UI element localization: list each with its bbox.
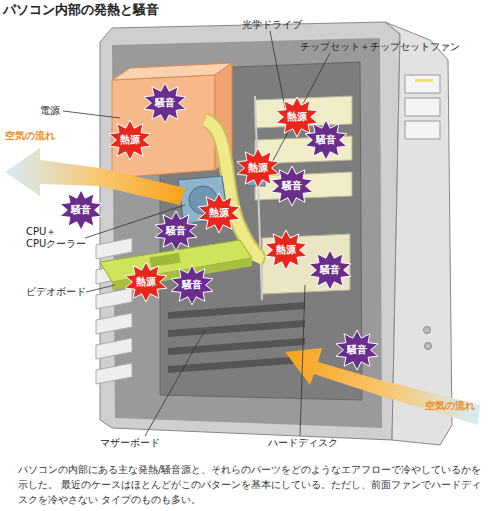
part-label: ビデオボード xyxy=(26,286,86,298)
starburst-node: 騒音 xyxy=(58,189,104,231)
diagram-caption: パソコンの内部にある主な発熱/騒音源と、それらのパーツをどのようなエアフローで冷… xyxy=(18,462,490,507)
starburst-node: 熱源 xyxy=(196,192,242,234)
starburst-node: 騒音 xyxy=(169,264,215,306)
drive-tray xyxy=(415,79,433,82)
leader-line xyxy=(300,285,305,436)
leader-line xyxy=(145,330,205,436)
starburst-node: 騒音 xyxy=(307,249,353,291)
starburst-node: 熱源 xyxy=(123,261,169,303)
leader-line xyxy=(86,285,115,292)
slot-bracket xyxy=(96,338,132,359)
front-button xyxy=(425,343,432,350)
starburst-text: 熱源 xyxy=(263,229,309,271)
starburst-node: 熱源 xyxy=(263,229,309,271)
starburst-text: 熱源 xyxy=(274,96,320,138)
part-label: 光学ドライブ xyxy=(242,19,302,31)
part-label: ハードディスク xyxy=(268,437,338,449)
starburst-node: 騒音 xyxy=(303,119,349,161)
starburst-text: 騒音 xyxy=(142,82,188,124)
starburst-text: 熱源 xyxy=(107,119,153,161)
slot-bracket xyxy=(96,288,132,309)
part-label: CPU＋ CPUクーラー xyxy=(26,226,66,250)
part-label: チップセット＋チップセットファン xyxy=(300,41,460,53)
starburst-text: 熱源 xyxy=(196,192,242,234)
starburst-text: 騒音 xyxy=(169,264,215,306)
airflow-label: 空気の流れ xyxy=(5,130,55,142)
starburst-node: 騒音 xyxy=(153,210,199,252)
leader-line xyxy=(270,31,285,108)
drive-cage-rail xyxy=(255,96,262,300)
leader-line xyxy=(63,111,120,118)
starburst-text: 騒音 xyxy=(58,189,104,231)
front-drive-slot xyxy=(405,121,440,139)
power-supply-top xyxy=(112,63,232,80)
case-front xyxy=(385,22,452,445)
intake-airflow-arrow xyxy=(285,348,480,425)
starburst-node: 熱源 xyxy=(107,119,153,161)
slot-bracket xyxy=(96,313,132,334)
starburst-node: 騒音 xyxy=(334,329,380,371)
starburst-text: 騒音 xyxy=(269,165,315,207)
front-drive-slot xyxy=(405,75,440,93)
exhaust-airflow-arrow xyxy=(5,148,185,205)
front-button xyxy=(424,327,431,334)
starburst-text: 熱源 xyxy=(123,261,169,303)
slot-bracket xyxy=(96,238,132,259)
expansion-slot xyxy=(168,302,305,319)
starburst-text: 騒音 xyxy=(153,210,199,252)
video-chip xyxy=(149,253,180,268)
expansion-slot xyxy=(168,338,305,355)
expansion-slot xyxy=(168,320,305,337)
starburst-node: 騒音 xyxy=(269,165,315,207)
starburst-node: 熱源 xyxy=(274,96,320,138)
starburst-node: 騒音 xyxy=(142,82,188,124)
starburst-text: 騒音 xyxy=(307,249,353,291)
diagram-title: パソコン内部の発熱と騒音 xyxy=(3,2,159,18)
slot-bracket xyxy=(96,363,132,384)
starburst-text: 騒音 xyxy=(334,329,380,371)
part-label: マザーボード xyxy=(100,437,160,449)
starburst-text: 騒音 xyxy=(303,119,349,161)
airflow-label: 空気の流れ xyxy=(425,400,475,412)
front-drive-slot xyxy=(405,98,440,116)
part-label: 電源 xyxy=(40,105,60,117)
